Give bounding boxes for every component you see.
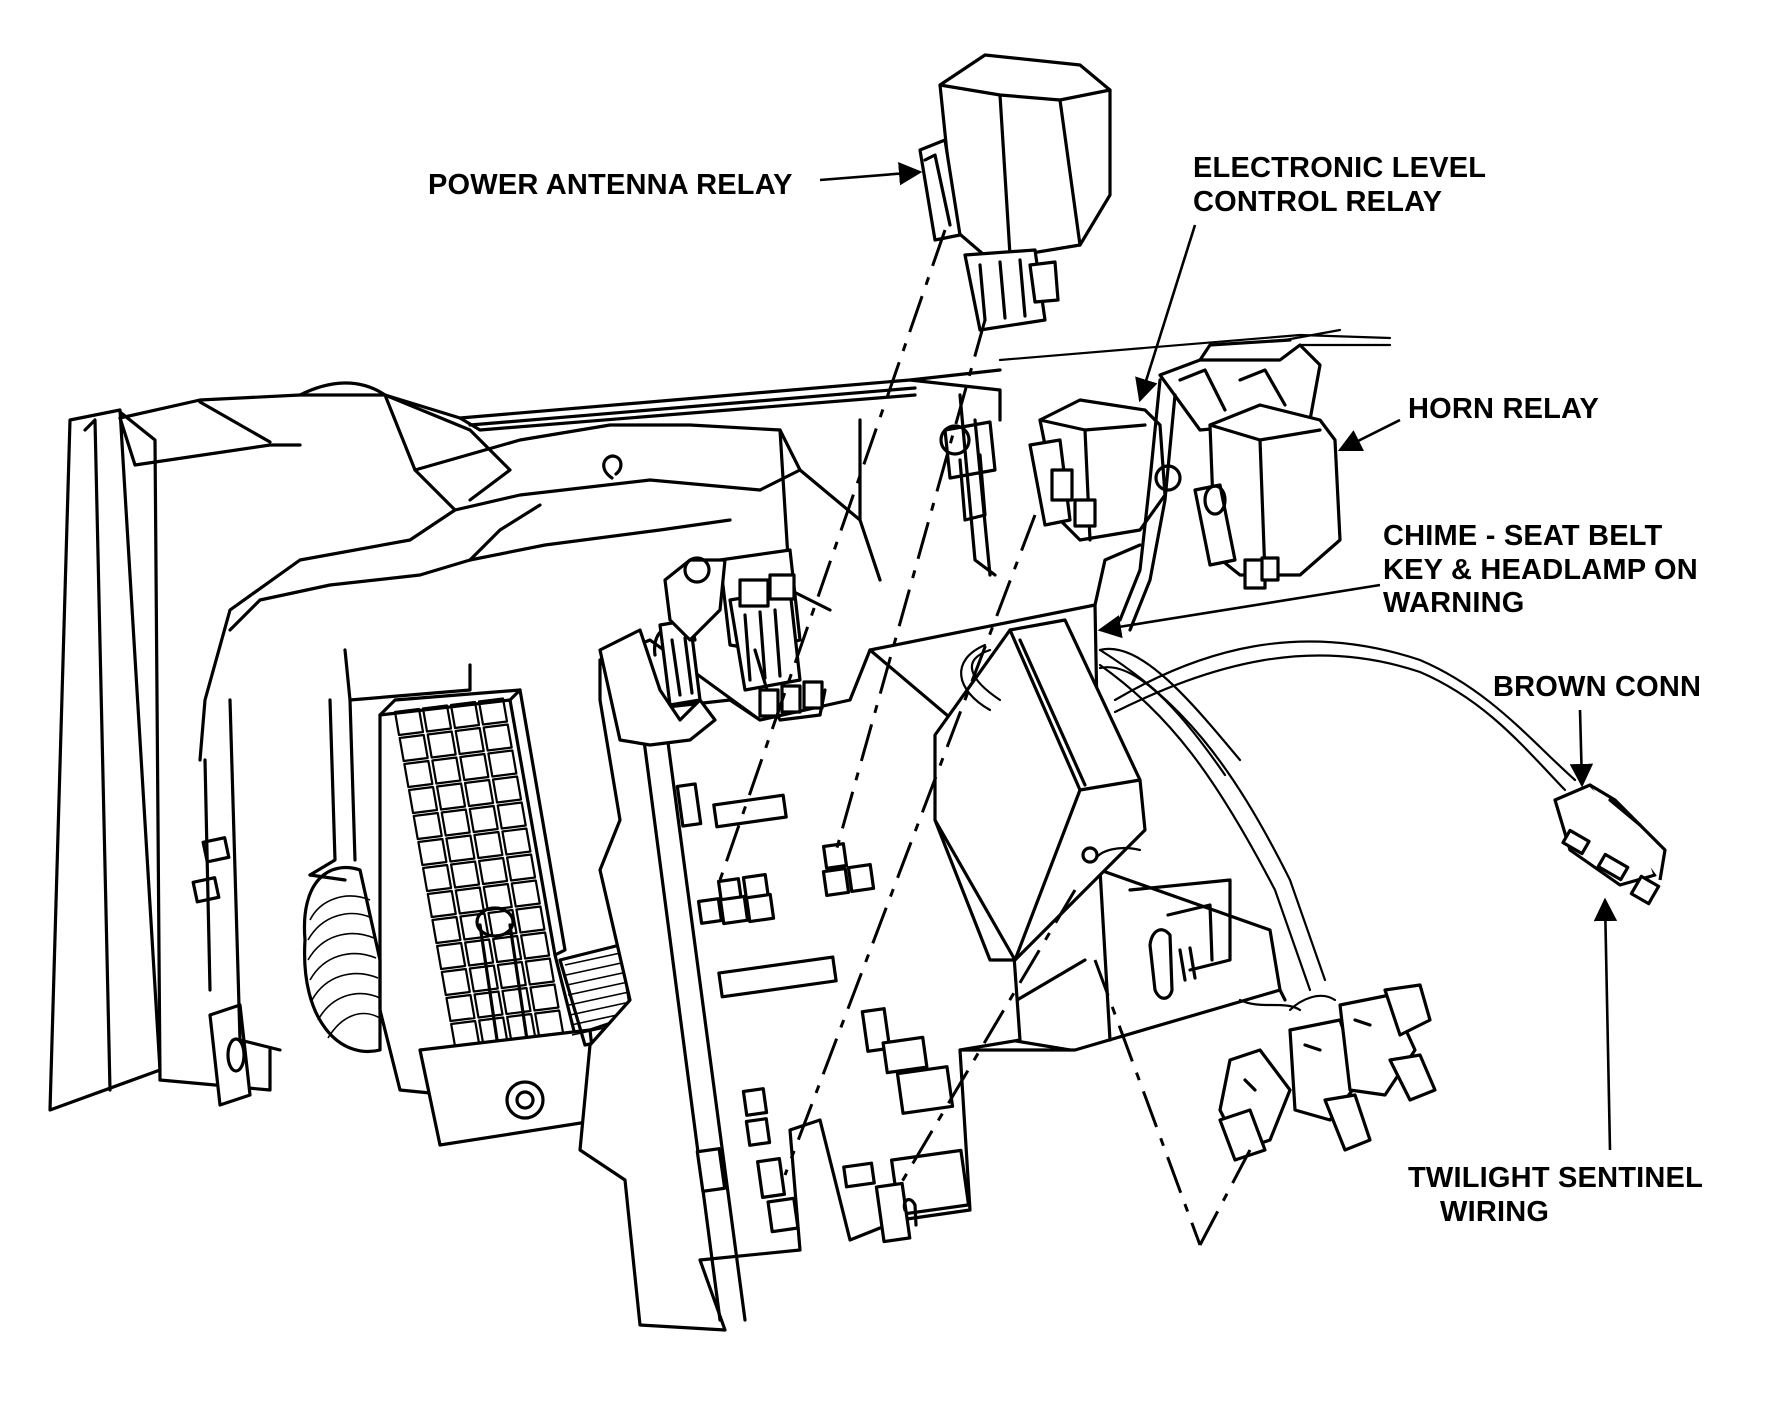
installation-guide-lines bbox=[718, 229, 1252, 1246]
fuse-cell bbox=[393, 707, 425, 737]
fuse-cell bbox=[459, 752, 490, 782]
fuse-cell bbox=[426, 730, 457, 759]
fuse-cell bbox=[445, 993, 476, 1023]
fuse-cell bbox=[492, 934, 523, 964]
label-twilight-line1: TWILIGHT SENTINEL bbox=[1408, 1162, 1703, 1194]
fuse-cell bbox=[431, 756, 462, 785]
fuse-cell bbox=[454, 726, 485, 756]
fuse-cell bbox=[426, 889, 457, 919]
fuse-cell bbox=[421, 704, 453, 733]
fuse-cell bbox=[473, 830, 504, 860]
chime-module bbox=[933, 618, 1337, 1012]
fuse-cell bbox=[496, 801, 527, 830]
fuse-cell bbox=[431, 915, 462, 945]
fuse-cell bbox=[468, 804, 499, 834]
fuse-cell bbox=[477, 697, 509, 726]
fuse-cell bbox=[496, 960, 527, 990]
label-twilight-line2: WIRING bbox=[1440, 1196, 1549, 1228]
label-leaders bbox=[819, 162, 1618, 1151]
fuse-cell bbox=[529, 983, 560, 1012]
fuse-cell bbox=[482, 723, 513, 752]
fuse-cell bbox=[510, 879, 541, 908]
horn-relay bbox=[1118, 338, 1342, 632]
wire-loom-left bbox=[302, 865, 382, 1053]
fuse-cell bbox=[417, 837, 448, 867]
dash-panel-structure bbox=[48, 328, 1392, 1112]
fuse-cell bbox=[435, 782, 467, 811]
fuse-cell bbox=[449, 700, 481, 730]
power-antenna-relay bbox=[918, 53, 1112, 332]
fuse-cell bbox=[421, 863, 453, 893]
brown-connector bbox=[1553, 783, 1667, 906]
fuse-cell bbox=[445, 834, 476, 863]
fuse-cell bbox=[398, 733, 429, 763]
fuse-cell bbox=[463, 778, 495, 808]
fuse-cell bbox=[515, 905, 546, 934]
label-elc-relay-line1: ELECTRONIC LEVEL bbox=[1193, 152, 1486, 184]
fuse-cell bbox=[491, 775, 523, 804]
fuse-cell bbox=[482, 882, 513, 912]
label-chime-line2: KEY & HEADLAMP ON bbox=[1383, 554, 1698, 586]
label-chime-line1: CHIME - SEAT BELT bbox=[1383, 520, 1663, 552]
fuse-cell bbox=[477, 856, 509, 886]
label-elc-relay-line2: CONTROL RELAY bbox=[1193, 186, 1442, 218]
fuse-cell bbox=[520, 931, 551, 960]
label-chime-line3: WARNING bbox=[1383, 587, 1525, 619]
label-horn-relay: HORN RELAY bbox=[1408, 393, 1599, 425]
fuse-cell bbox=[487, 749, 518, 778]
fuse-cell bbox=[440, 808, 471, 837]
fuse-cell bbox=[403, 759, 434, 789]
fuse-cell bbox=[449, 860, 481, 889]
twilight-sentinel-wiring bbox=[1113, 640, 1667, 1162]
fuse-cell bbox=[505, 853, 537, 882]
relay-mounting-panel bbox=[578, 548, 1022, 1332]
callout-labels: POWER ANTENNA RELAY ELECTRONIC LEVEL CON… bbox=[428, 152, 1703, 1228]
label-power-antenna-relay: POWER ANTENNA RELAY bbox=[428, 169, 793, 201]
fuse-cell bbox=[407, 785, 439, 815]
fuse-cell bbox=[412, 811, 443, 841]
label-brown-conn: BROWN CONN bbox=[1493, 671, 1701, 703]
electronic-level-control-relay bbox=[1028, 398, 1167, 542]
fuse-cell bbox=[436, 941, 467, 971]
fuse-cell bbox=[524, 957, 555, 986]
fuse-cell bbox=[501, 827, 532, 856]
fuse-cell bbox=[440, 967, 471, 997]
fuse-block bbox=[302, 688, 637, 1147]
